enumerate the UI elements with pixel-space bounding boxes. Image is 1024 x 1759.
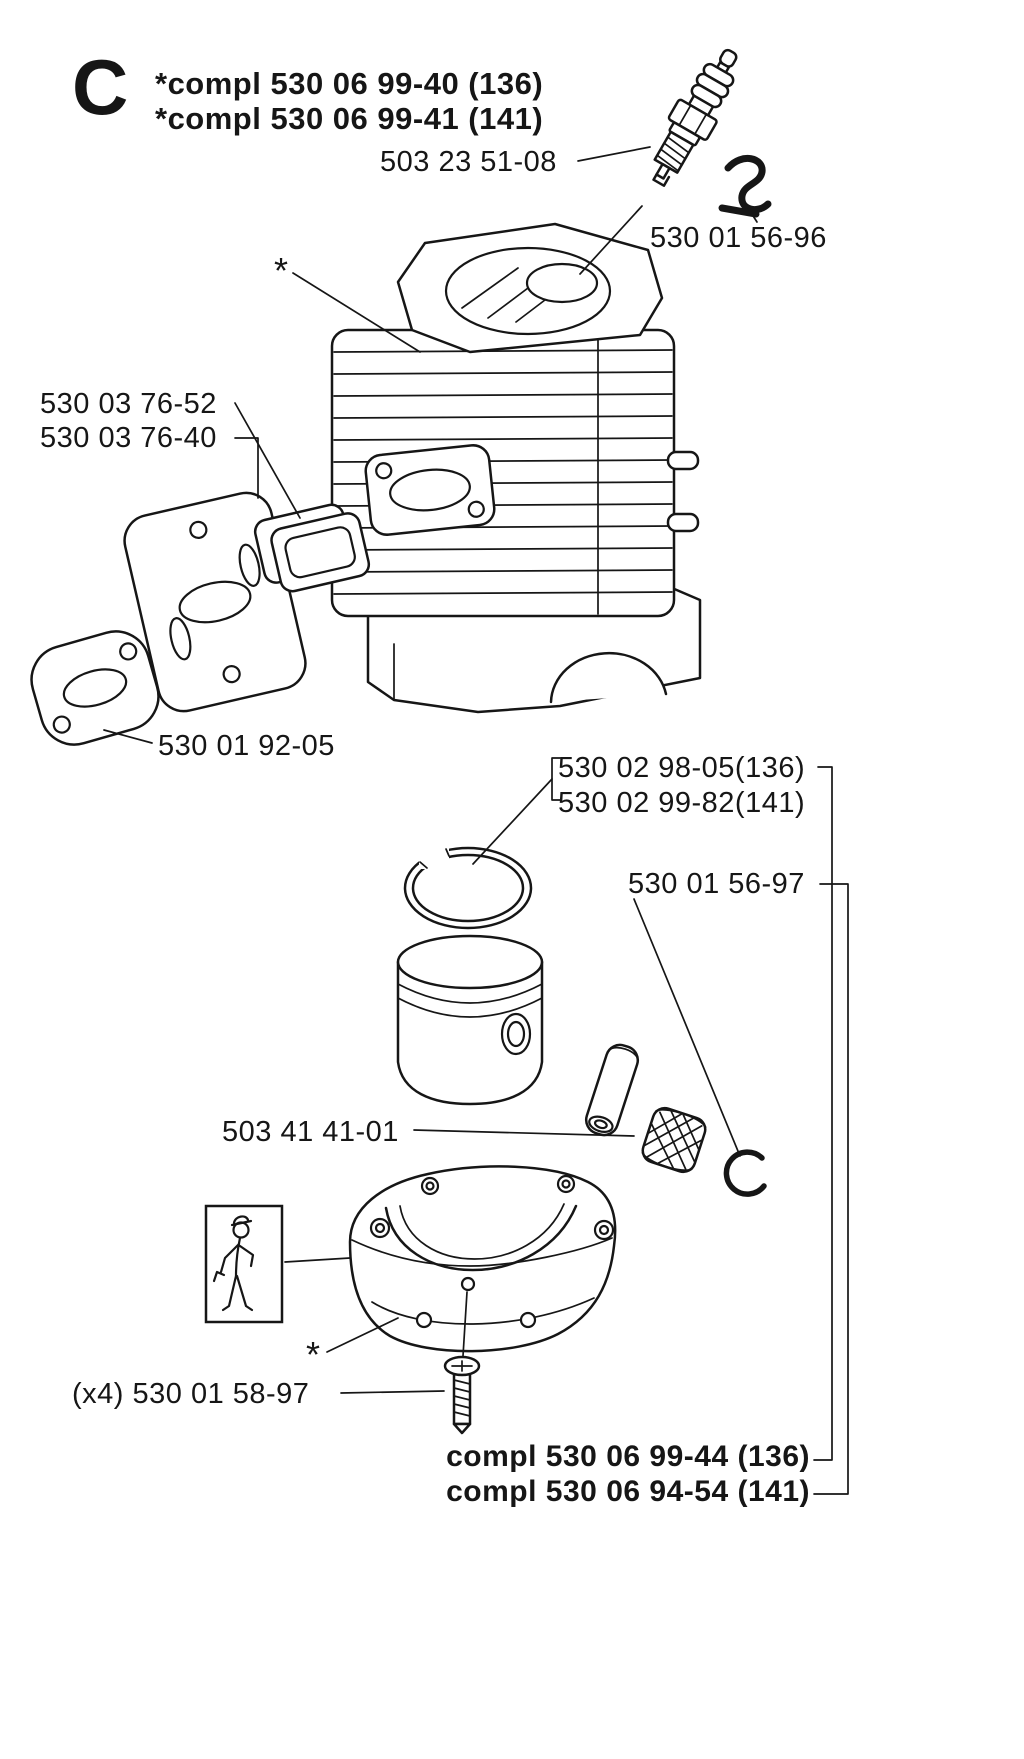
spark-plug-drawing — [652, 48, 738, 187]
retaining-ring-drawing — [723, 1149, 767, 1197]
exhaust-port-flange — [364, 444, 496, 536]
piston-ring-drawing — [403, 842, 533, 930]
footer-assembly-141: compl 530 06 94-54 (141) — [446, 1475, 810, 1508]
exhaust-gasket-drawing — [30, 630, 160, 746]
header-assembly-136: *compl 530 06 99-40 (136) — [155, 66, 544, 101]
footer-assembly-136: compl 530 06 99-44 (136) — [446, 1440, 810, 1473]
header-assembly-141: *compl 530 06 99-41 (141) — [155, 101, 544, 136]
screw-drawing — [443, 1355, 481, 1435]
piston-drawing — [396, 934, 544, 1106]
muffler-spacer-drawing — [253, 503, 371, 593]
part-label-pin-retainer: 530 01 56-97 — [628, 868, 805, 900]
plug-clip-drawing — [718, 155, 772, 218]
part-label-spark-plug: 503 23 51-08 — [380, 146, 557, 178]
cylinder-drawing — [330, 222, 702, 714]
part-label-exhaust-gasket: 530 01 92-05 — [158, 730, 335, 762]
leader-lines — [103, 146, 849, 1495]
part-label-piston-141: 530 02 99-82(141) — [558, 787, 806, 819]
part-label-piston-136: 530 02 98-05(136) — [558, 752, 806, 784]
piston-pin-drawing — [584, 1043, 640, 1137]
part-label-muffler-spacer: 530 03 76-52 — [40, 388, 217, 420]
part-label-muffler-gasket: 530 03 76-40 — [40, 422, 217, 454]
crankcase-half-drawing — [348, 1165, 617, 1353]
mechanic-icon — [204, 1204, 284, 1324]
cylinder-asterisk-marker: * — [274, 250, 289, 291]
part-label-plug-clip: 530 01 56-96 — [650, 222, 827, 254]
section-letter: C — [72, 43, 129, 131]
needle-bearing-drawing — [641, 1106, 707, 1174]
part-label-screws: (x4) 530 01 58-97 — [72, 1378, 310, 1410]
part-label-needle-bearing: 503 41 41-01 — [222, 1116, 399, 1148]
crankcase-asterisk-marker: * — [306, 1334, 321, 1375]
